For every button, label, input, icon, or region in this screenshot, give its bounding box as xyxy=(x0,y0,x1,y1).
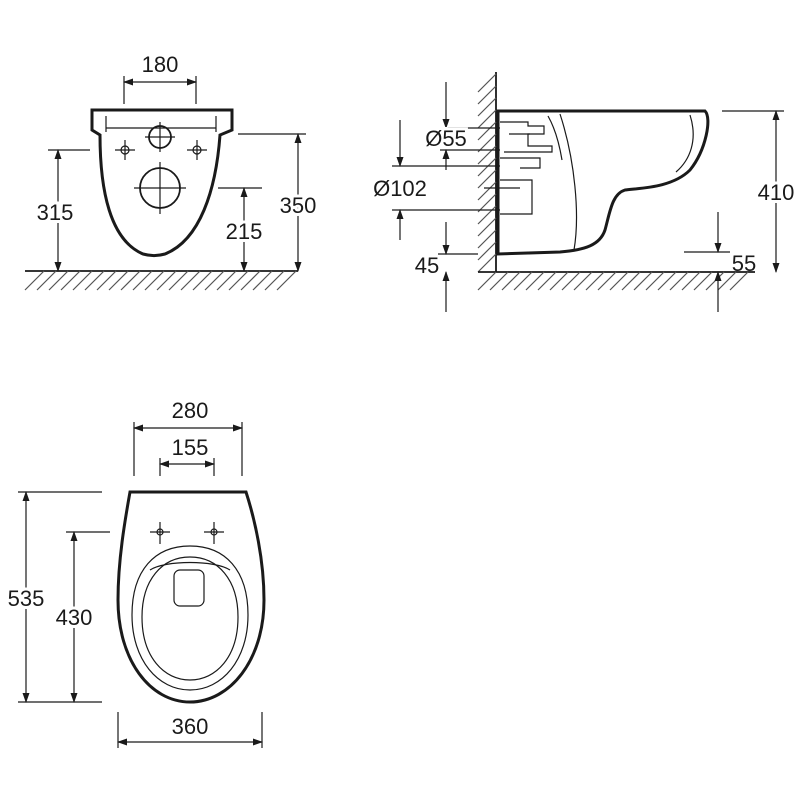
dim-label-155: 155 xyxy=(172,435,209,460)
fixing-hole-left xyxy=(115,140,135,160)
dim-top-width: 280 xyxy=(133,398,243,476)
flush-opening xyxy=(173,569,205,607)
seat-hinge-line xyxy=(149,561,231,571)
dim-side-bottom-clearance: 45 xyxy=(415,222,478,312)
dim-top-bottom-width: 360 xyxy=(117,712,263,748)
dim-label-410: 410 xyxy=(758,180,795,205)
top-fixing-hole-right xyxy=(204,522,224,544)
dim-top-hole-spacing: 155 xyxy=(159,435,215,476)
dim-label-535: 535 xyxy=(8,586,45,611)
dim-top-seat-length: 430 xyxy=(53,531,110,703)
inlet-pipe xyxy=(500,121,553,153)
dim-side-total-height: 410 xyxy=(722,110,797,273)
inlet-pipe-lower xyxy=(500,157,541,169)
top-fixing-hole-left xyxy=(150,522,170,544)
outlet-hole xyxy=(134,162,186,214)
fixing-hole-right xyxy=(187,140,207,160)
dim-front-fixing-height: 315 xyxy=(34,149,90,272)
dim-front-total-height: 350 xyxy=(238,133,319,272)
dim-front-outlet-height: 215 xyxy=(218,187,265,272)
seat-outer-ring xyxy=(131,545,249,691)
toilet-front-outline xyxy=(90,108,234,257)
dim-label-d102: Ø102 xyxy=(373,176,427,201)
dim-side-outlet-diameter: Ø102 xyxy=(370,120,500,240)
rim-inner-line xyxy=(675,114,694,173)
dim-label-215: 215 xyxy=(226,219,263,244)
seat-inner-ring xyxy=(141,556,239,681)
dim-label-280: 280 xyxy=(172,398,209,423)
dim-label-55: 55 xyxy=(732,251,756,276)
wall-hatch xyxy=(477,73,497,273)
floor-hatch-front xyxy=(24,270,297,291)
toilet-side-outline xyxy=(496,109,710,256)
dim-side-floor-offset: 55 xyxy=(684,212,756,312)
dim-top-total-length: 535 xyxy=(5,491,102,703)
bowl-inner-line xyxy=(559,113,578,251)
trap-line xyxy=(547,115,563,161)
dim-label-360: 360 xyxy=(172,714,209,739)
dim-label-315: 315 xyxy=(37,200,74,225)
dim-label-d55: Ø55 xyxy=(425,126,467,151)
dim-label-180: 180 xyxy=(142,52,179,77)
inlet-hole xyxy=(145,122,175,152)
floor-hatch-side xyxy=(477,271,749,291)
side-view: Ø55 Ø102 45 410 55 xyxy=(370,72,797,312)
dim-front-width: 180 xyxy=(123,52,197,104)
front-view: 180 315 215 350 xyxy=(24,52,319,291)
outlet-pipe xyxy=(500,179,533,215)
dim-label-430: 430 xyxy=(56,605,93,630)
top-view: 280 155 535 430 360 xyxy=(5,398,266,748)
toilet-top-outline xyxy=(116,490,266,704)
dim-side-inlet-diameter: Ø55 xyxy=(422,82,500,170)
dim-label-45: 45 xyxy=(415,253,439,278)
dim-label-350: 350 xyxy=(280,193,317,218)
